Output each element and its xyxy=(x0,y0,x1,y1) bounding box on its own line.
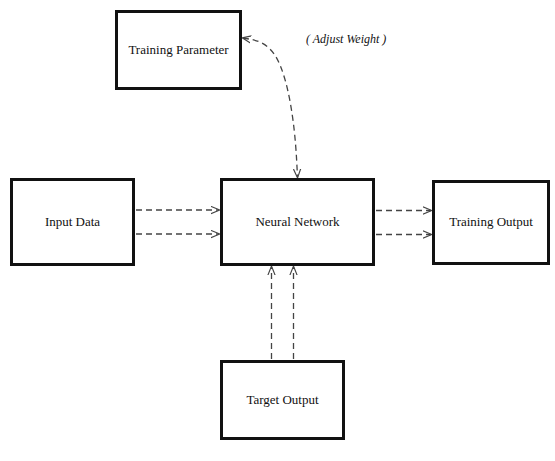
connector xyxy=(376,234,431,235)
edge-label: ( Adjust Weight ) xyxy=(304,32,388,47)
box-text: Training Parameter xyxy=(122,43,234,58)
connector xyxy=(136,233,219,234)
process-box: Training Parameter xyxy=(115,10,242,90)
box-text: Neural Network xyxy=(249,215,345,230)
connector xyxy=(293,267,294,359)
process-box: Target Output xyxy=(220,360,345,440)
connector xyxy=(271,267,272,359)
box-text: Input Data xyxy=(39,215,106,230)
process-box: Input Data xyxy=(10,178,135,266)
box-text: Training Output xyxy=(443,215,539,230)
connector xyxy=(243,38,298,177)
process-box: Neural Network xyxy=(220,178,375,266)
connector xyxy=(136,209,219,210)
process-box: Training Output xyxy=(432,180,550,265)
box-text: Target Output xyxy=(240,393,324,408)
connector xyxy=(376,210,431,211)
